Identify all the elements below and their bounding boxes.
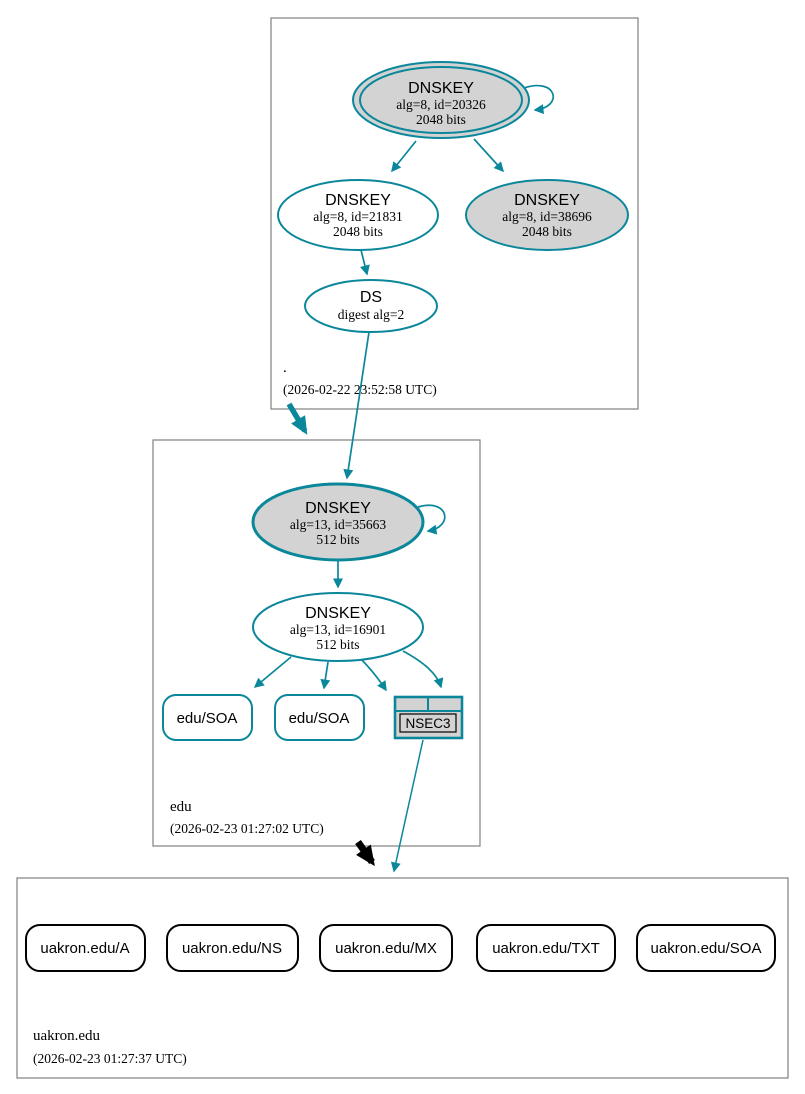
uakron-txt-label: uakron.edu/TXT xyxy=(492,940,600,957)
edu-ksk-detail1: alg=13, id=35663 xyxy=(290,517,386,532)
ds-title: DS xyxy=(360,289,382,306)
edu-zsk-detail1: alg=13, id=16901 xyxy=(290,622,386,637)
edge-nsec3-to-uakron xyxy=(390,739,424,873)
edge-edu-ksk-selfsign xyxy=(417,504,446,535)
uakron-mx-label: uakron.edu/MX xyxy=(335,940,437,957)
ds-detail1: digest alg=2 xyxy=(338,307,404,322)
uakron-soa-label: uakron.edu/SOA xyxy=(651,940,762,957)
node-root-dnskey-38696[interactable] xyxy=(465,179,629,251)
node-uakron-a[interactable] xyxy=(25,924,146,972)
edu-soa-1-label: edu/SOA xyxy=(177,710,238,727)
delegation-arrow-edu-to-uakron-insecure xyxy=(355,839,375,867)
uakron-ns-label: uakron.edu/NS xyxy=(182,940,282,957)
root-zsk-title: DNSKEY xyxy=(325,192,391,209)
edu-zsk-detail2: 512 bits xyxy=(316,637,359,652)
root-dnskey-38696-detail2: 2048 bits xyxy=(522,224,572,239)
root-dnskey-38696-title: DNSKEY xyxy=(514,192,580,209)
root-ksk-detail1: alg=8, id=20326 xyxy=(396,97,486,112)
edge-dnskey-16901-to-nsec3-right xyxy=(402,650,444,689)
nsec3-label-cell xyxy=(399,713,457,733)
zone-label-edu: edu xyxy=(170,799,192,815)
node-edu-soa-2[interactable] xyxy=(274,694,365,741)
node-edu-dnskey-16901[interactable] xyxy=(252,592,424,662)
root-ksk-detail2: 2048 bits xyxy=(416,112,466,127)
edu-ksk-title: DNSKEY xyxy=(305,500,371,517)
root-ksk-title: DNSKEY xyxy=(408,80,474,97)
node-root-dnskey-20326[interactable] xyxy=(359,66,523,134)
node-root-ds[interactable] xyxy=(304,279,438,333)
uakron-a-label: uakron.edu/A xyxy=(40,940,129,957)
zone-timestamp-uakron: (2026-02-23 01:27:37 UTC) xyxy=(33,1051,187,1066)
secure-edges xyxy=(253,84,555,873)
node-labels: DNSKEY alg=8, id=20326 2048 bits DNSKEY … xyxy=(40,80,761,957)
edge-dnskey-21831-to-ds xyxy=(360,249,370,276)
edu-ksk-detail2: 512 bits xyxy=(316,532,359,547)
zone-label-uakron: uakron.edu xyxy=(33,1028,101,1044)
node-root-dnskey-21831[interactable] xyxy=(277,179,439,251)
root-dnskey-38696-detail1: alg=8, id=38696 xyxy=(502,209,592,224)
edge-root-ksk-to-dnskey-38696 xyxy=(473,138,505,173)
edge-root-ksk-to-dnskey-21831 xyxy=(391,140,417,173)
zone-timestamp-edu: (2026-02-23 01:27:02 UTC) xyxy=(170,821,324,836)
edge-dnskey-16901-to-soa-2 xyxy=(320,661,331,690)
node-uakron-mx[interactable] xyxy=(319,924,453,972)
insecure-nodes xyxy=(25,713,776,972)
edge-dnskey-16901-to-soa-1 xyxy=(253,656,292,688)
edu-zsk-title: DNSKEY xyxy=(305,605,371,622)
edge-root-ksk-selfsign xyxy=(523,84,555,115)
zone-box-edu xyxy=(152,439,481,847)
node-edu-dnskey-35663[interactable] xyxy=(251,482,425,562)
delegation-arrow-root-to-edu xyxy=(286,402,308,435)
node-edu-soa-1[interactable] xyxy=(162,694,253,741)
root-zsk-detail1: alg=8, id=21831 xyxy=(313,209,402,224)
node-uakron-txt[interactable] xyxy=(476,924,616,972)
edu-soa-2-label: edu/SOA xyxy=(289,710,350,727)
secure-nodes xyxy=(162,61,629,741)
zone-boxes xyxy=(16,17,789,1079)
root-zsk-detail2: 2048 bits xyxy=(333,224,383,239)
zone-label-root: . xyxy=(283,360,287,376)
zone-box-root xyxy=(270,17,639,410)
node-uakron-soa[interactable] xyxy=(636,924,776,972)
nsec3-label: NSEC3 xyxy=(405,716,450,731)
node-uakron-ns[interactable] xyxy=(166,924,299,972)
edge-ds-to-edu-ksk xyxy=(343,331,370,480)
edge-dnskey-16901-to-nsec3-left xyxy=(359,657,387,692)
zone-box-uakron xyxy=(16,877,789,1079)
